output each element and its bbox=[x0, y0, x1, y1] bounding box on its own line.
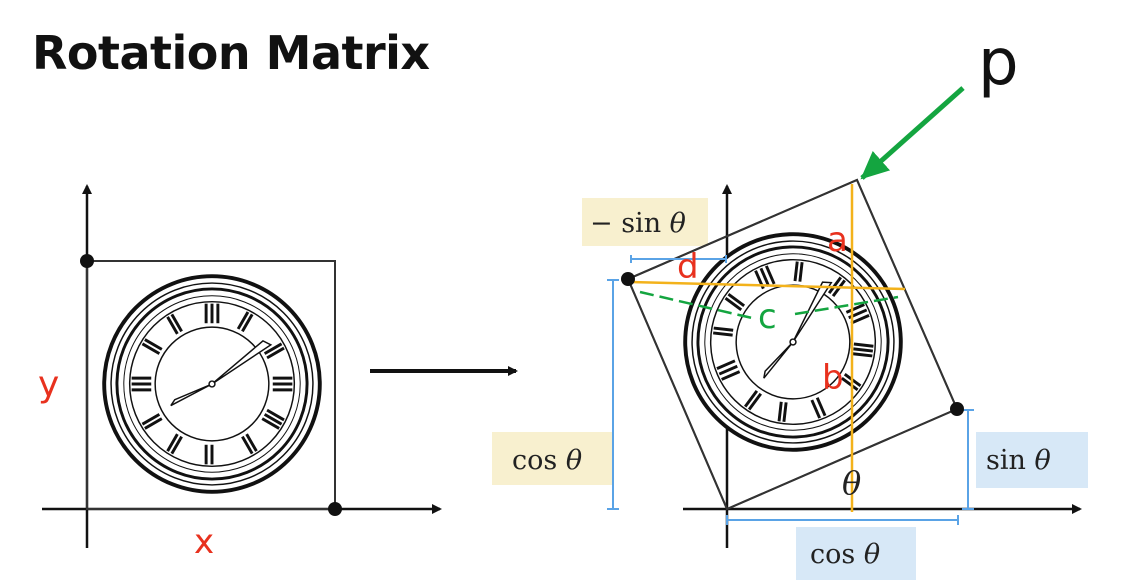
right-point-right bbox=[950, 402, 964, 416]
cos-bottom-box bbox=[796, 527, 916, 580]
sin-right-bracket bbox=[962, 409, 974, 510]
left-point-right bbox=[328, 502, 342, 516]
sin-right-label: sin θ bbox=[986, 445, 1051, 476]
rotated-square-outline bbox=[626, 178, 959, 511]
left-x-label: x bbox=[194, 522, 214, 562]
left-point-top bbox=[80, 254, 94, 268]
cos-bottom-bracket bbox=[726, 515, 959, 525]
right-point-left bbox=[621, 272, 635, 286]
orange-horizontal bbox=[631, 280, 906, 291]
cos-left-bracket bbox=[607, 279, 619, 510]
neg-sin-box bbox=[582, 198, 708, 246]
left-y-label: y bbox=[38, 364, 59, 405]
left-square bbox=[86, 260, 336, 510]
green-dash-right bbox=[794, 295, 899, 316]
label-b: b bbox=[822, 358, 844, 398]
clock-icon bbox=[102, 274, 322, 494]
right-figure: p a d c b θ − sin θ cos θ sin θ cos θ bbox=[492, 26, 1088, 580]
label-c: c bbox=[758, 297, 777, 337]
cos-left-box bbox=[492, 432, 614, 485]
pointer-arrow-icon bbox=[860, 86, 965, 180]
cos-bottom-label: cos θ bbox=[810, 539, 880, 570]
neg-sin-label: − sin θ bbox=[590, 208, 686, 239]
page-title: Rotation Matrix bbox=[32, 26, 430, 80]
neg-sin-bracket bbox=[630, 255, 727, 263]
left-figure: y x bbox=[38, 184, 442, 562]
point-p-label: p bbox=[978, 26, 1019, 100]
cos-left-label: cos θ bbox=[512, 445, 582, 476]
sin-right-box bbox=[976, 432, 1088, 488]
angle-theta-label: θ bbox=[842, 464, 861, 502]
label-a: a bbox=[827, 220, 848, 260]
label-d: d bbox=[677, 247, 699, 287]
